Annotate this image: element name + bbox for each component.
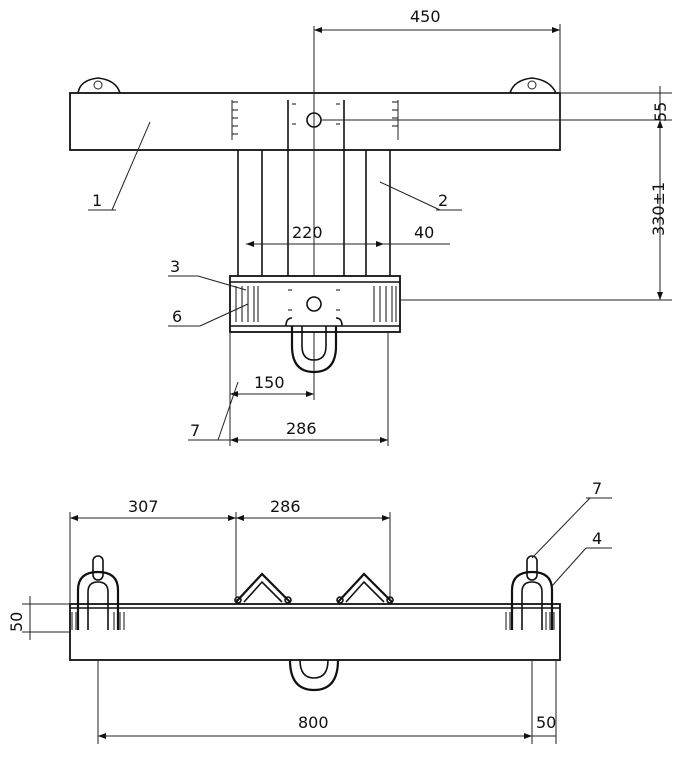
callout-4-label: 4	[592, 529, 602, 548]
right-lifting-lug	[505, 555, 555, 630]
dim-40: 40	[380, 223, 450, 245]
callout-7-top-label: 7	[190, 421, 200, 440]
front-view: 307 286 50 800 50 7	[7, 479, 612, 744]
lower-block-hole	[306, 296, 322, 312]
zigzag-loops	[234, 572, 394, 604]
callout-1: 1	[88, 121, 151, 211]
dim-55-label: 55	[651, 102, 670, 122]
dim-55: 55	[322, 86, 672, 127]
lower-block-hatching	[235, 286, 397, 322]
dim-50-side-label: 50	[7, 612, 26, 632]
callout-7-bottom: 7	[531, 479, 612, 559]
dim-286-front-label: 286	[270, 497, 301, 516]
callout-2: 2	[379, 181, 462, 211]
callout-7-bottom-label: 7	[592, 479, 602, 498]
dim-330: 330±1	[400, 120, 672, 301]
callout-4: 4	[551, 529, 612, 587]
vertical-posts	[237, 100, 391, 276]
dim-50-side: 50	[7, 596, 70, 640]
dim-800-label: 800	[298, 713, 329, 732]
dim-307-286: 307 286	[69, 497, 391, 604]
u-shackle-top-view	[285, 317, 343, 374]
dim-286-top: 286	[190, 419, 388, 443]
left-top-lug	[77, 77, 121, 94]
dim-220-label: 220	[292, 223, 323, 242]
dim-800: 800 50	[97, 660, 557, 744]
left-lifting-lug	[71, 555, 125, 630]
dim-450: 450	[314, 7, 561, 150]
dim-330-label: 330±1	[649, 182, 668, 236]
callout-2-label: 2	[438, 191, 448, 210]
top-view: 450 55 330±1 220 40	[69, 7, 672, 446]
callout-6: 6	[168, 303, 249, 327]
dim-220: 220	[246, 223, 384, 247]
dim-150: 150	[230, 373, 314, 397]
top-beam	[69, 92, 561, 151]
u-shackle-front	[288, 659, 340, 692]
dim-50-end-label: 50	[536, 713, 556, 732]
dim-40-label: 40	[414, 223, 434, 242]
callout-7-top: 7	[188, 381, 239, 441]
front-beam	[69, 603, 561, 661]
callout-3: 3	[168, 257, 247, 291]
right-top-lug	[509, 77, 557, 94]
callout-6-label: 6	[172, 307, 182, 326]
dim-450-label: 450	[410, 7, 441, 26]
dim-286-top-label: 286	[286, 419, 317, 438]
dim-307-label: 307	[128, 497, 159, 516]
dim-150-label: 150	[254, 373, 285, 392]
callout-3-label: 3	[170, 257, 180, 276]
callout-1-label: 1	[92, 191, 102, 210]
